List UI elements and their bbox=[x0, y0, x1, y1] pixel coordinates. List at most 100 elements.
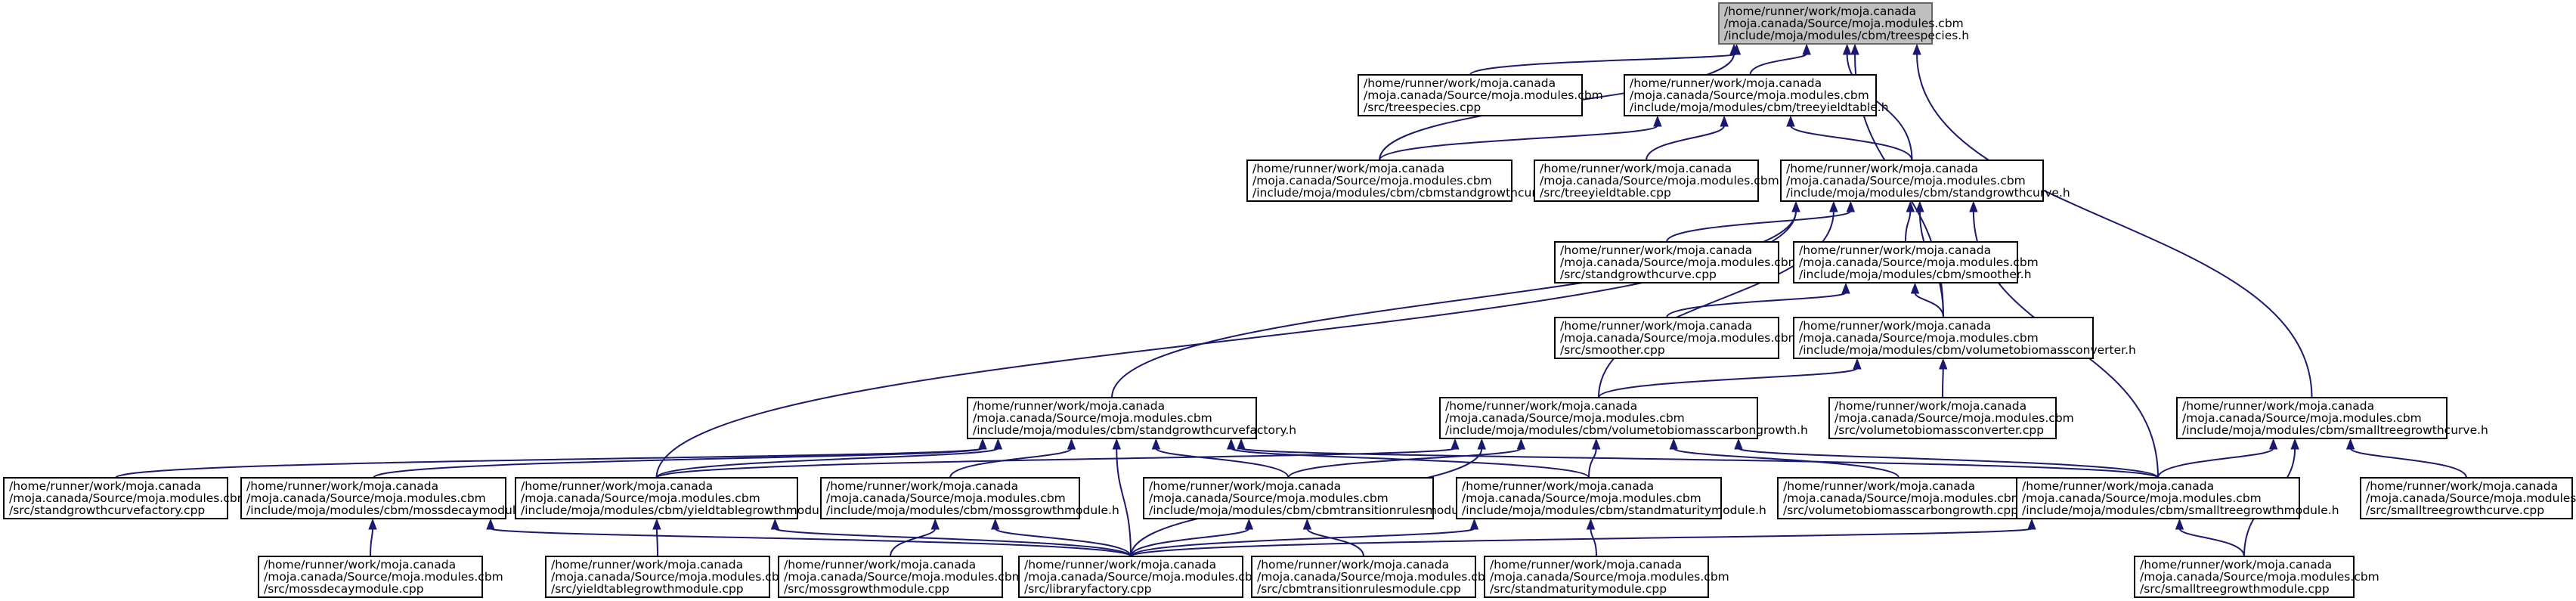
node-label-line: /home/runner/work/moja.canada bbox=[1490, 558, 1682, 572]
edge-line bbox=[1111, 210, 1797, 398]
node-label-line: /moja.canada/Source/moja.modules.cbm bbox=[1149, 491, 1389, 505]
node-label-line: /home/runner/work/moja.canada bbox=[1252, 162, 1444, 175]
node-label-line: /moja.canada/Source/moja.modules.cbm bbox=[1024, 570, 1264, 584]
node-smalltreegrowthmodule-cpp[interactable]: /home/runner/work/moja.canada/moja.canad… bbox=[2134, 556, 2379, 598]
node-box bbox=[1439, 397, 1758, 439]
edge-arrowhead bbox=[1791, 200, 1800, 212]
edge-arrowhead bbox=[1910, 282, 1920, 294]
node-yieldtablegrowthmodule-cpp[interactable]: /home/runner/work/moja.canada/moja.canad… bbox=[545, 556, 791, 598]
edge-standmaturitymodule-h-to-standgrowthcurvefactory-h bbox=[1227, 438, 1590, 479]
node-label-line: /include/moja/modules/cbm/volumetobiomas… bbox=[1445, 423, 1808, 437]
edge-arrowhead bbox=[1112, 438, 1121, 450]
node-mossgrowthmodule-cpp[interactable]: /home/runner/work/moja.canada/moja.canad… bbox=[778, 556, 1023, 598]
node-volumetobiomasscarbongrowth-h[interactable]: /home/runner/work/moja.canada/moja.canad… bbox=[1439, 397, 1808, 439]
node-box bbox=[240, 477, 506, 519]
node-treeyieldtable-cpp[interactable]: /home/runner/work/moja.canada/moja.canad… bbox=[1534, 160, 1779, 202]
node-volumetobiomasscarbongrowth-cpp[interactable]: /home/runner/work/moja.canada/moja.canad… bbox=[1777, 477, 2023, 519]
node-label-line: /home/runner/work/moja.canada bbox=[784, 558, 976, 572]
node-box bbox=[3, 477, 228, 519]
edge-smalltreegrowthmodule-h-to-volumetobiomasscarbongrowth-h bbox=[1734, 438, 2159, 479]
node-yieldtablegrowthmodule-h[interactable]: /home/runner/work/moja.canada/moja.canad… bbox=[515, 477, 841, 519]
node-standgrowthcurvefactory-cpp[interactable]: /home/runner/work/moja.canada/moja.canad… bbox=[3, 477, 249, 519]
node-smoother-h[interactable]: /home/runner/work/moja.canada/moja.canad… bbox=[1793, 241, 2039, 283]
node-label-line: /moja.canada/Source/moja.modules.cbm bbox=[1630, 88, 1869, 102]
node-box bbox=[2360, 477, 2573, 519]
edge-smalltreegrowthcurve-cpp-to-smalltreegrowthcurve-h bbox=[2345, 438, 2467, 479]
node-label-line: /moja.canada/Source/moja.modules.cbm bbox=[9, 491, 249, 505]
edge-line bbox=[1116, 448, 1132, 557]
edge-arrowhead bbox=[2175, 518, 2184, 530]
edge-standgrowthcurve-h-to-treespecies-h bbox=[1842, 43, 1913, 161]
node-label-line: /include/moja/modules/cbm/volumetobiomas… bbox=[1799, 343, 2136, 357]
edge-volumetobiomasscarbongrowth-cpp-to-volumetobiomasscarbongrowth-h bbox=[1669, 438, 1899, 479]
edge-arrowhead bbox=[1669, 438, 1678, 450]
node-label-line: /moja.canada/Source/moja.modules.cbm bbox=[551, 570, 791, 584]
edge-smalltreegrowthmodule-cpp-to-smalltreegrowthmodule-h bbox=[2175, 518, 2245, 557]
node-smalltreegrowthmodule-h[interactable]: /home/runner/work/moja.canada/moja.canad… bbox=[2016, 477, 2339, 519]
node-cbmstandgrowthcurve-h[interactable]: /home/runner/work/moja.canada/moja.canad… bbox=[1246, 160, 1562, 202]
node-standmaturitymodule-cpp[interactable]: /home/runner/work/moja.canada/moja.canad… bbox=[1484, 556, 1729, 598]
edge-arrowhead bbox=[1846, 200, 1856, 212]
node-standgrowthcurve-cpp[interactable]: /home/runner/work/moja.canada/moja.canad… bbox=[1554, 241, 1800, 283]
node-label-line: /home/runner/work/moja.canada bbox=[1724, 5, 1916, 18]
node-label-line: /moja.canada/Source/moja.modules.cbm bbox=[246, 491, 486, 505]
edge-line bbox=[1590, 528, 1597, 557]
edge-standgrowthcurve-cpp-to-standgrowthcurve-h bbox=[1666, 200, 1856, 243]
node-standgrowthcurve-h[interactable]: /home/runner/work/moja.canada/moja.canad… bbox=[1780, 160, 2070, 202]
node-label-line: /home/runner/work/moja.canada bbox=[973, 399, 1165, 413]
edge-mossdecaymodule-h-to-standgrowthcurvefactory-h bbox=[373, 438, 987, 479]
node-label-line: /src/volumetobiomasscarbongrowth.cpp bbox=[1783, 503, 2018, 517]
node-treespecies-cpp[interactable]: /home/runner/work/moja.canada/moja.canad… bbox=[1358, 74, 1603, 116]
node-mossgrowthmodule-h[interactable]: /home/runner/work/moja.canada/moja.canad… bbox=[820, 477, 1119, 519]
edge-line bbox=[370, 528, 373, 557]
edge-line bbox=[1749, 53, 1808, 76]
node-standmaturitymodule-h[interactable]: /home/runner/work/moja.canada/moja.canad… bbox=[1456, 477, 1766, 519]
node-cbmtransitionrulesmodule-h[interactable]: /home/runner/work/moja.canada/moja.canad… bbox=[1143, 477, 1481, 519]
node-box bbox=[778, 556, 1003, 598]
node-smalltreegrowthcurve-h[interactable]: /home/runner/work/moja.canada/moja.canad… bbox=[2176, 397, 2488, 439]
node-label-line: /moja.canada/Source/moja.modules.cbm bbox=[2366, 491, 2576, 505]
node-volumetobiomassconverter-h[interactable]: /home/runner/work/moja.canada/moja.canad… bbox=[1793, 317, 2136, 359]
edge-arrowhead bbox=[1786, 115, 1795, 127]
node-label-line: /home/runner/work/moja.canada bbox=[1149, 479, 1341, 493]
node-label-line: /include/moja/modules/cbm/smalltreegrowt… bbox=[2182, 423, 2488, 437]
node-label-line: /home/runner/work/moja.canada bbox=[2022, 479, 2214, 493]
node-box bbox=[967, 397, 1257, 439]
node-label-line: /moja.canada/Source/moja.modules.cbm bbox=[1724, 17, 1964, 30]
node-smalltreegrowthcurve-cpp[interactable]: /home/runner/work/moja.canada/moja.canad… bbox=[2360, 477, 2576, 519]
edge-arrowhead bbox=[1939, 358, 1948, 370]
node-cbmtransitionrulesmodule-cpp[interactable]: /home/runner/work/moja.canada/moja.canad… bbox=[1251, 556, 1497, 598]
edge-arrowhead bbox=[1451, 438, 1460, 450]
node-box bbox=[1793, 241, 2018, 283]
edge-cbmstandgrowthcurve-h-to-treeyieldtable-h bbox=[1379, 115, 1662, 161]
edge-volumetobiomasscarbongrowth-h-to-standgrowthcurve-h bbox=[1598, 200, 1838, 398]
edge-arrowhead bbox=[1842, 43, 1852, 55]
node-label-line: /home/runner/work/moja.canada bbox=[1799, 243, 1991, 257]
node-treeyieldtable-h[interactable]: /home/runner/work/moja.canada/moja.canad… bbox=[1624, 74, 1889, 116]
edge-smalltreegrowthcurve-h-to-treespecies-h bbox=[1912, 43, 2313, 398]
node-label-line: /moja.canada/Source/moja.modules.cbm bbox=[1786, 174, 2026, 187]
node-standgrowthcurvefactory-h[interactable]: /home/runner/work/moja.canada/moja.canad… bbox=[967, 397, 1296, 439]
node-libraryfactory-cpp[interactable]: /home/runner/work/moja.canada/moja.canad… bbox=[1018, 556, 1264, 598]
node-label-line: /home/runner/work/moja.canada bbox=[1786, 162, 1978, 175]
edge-standgrowthcurve-h-to-treeyieldtable-h bbox=[1786, 115, 1913, 161]
node-label-line: /home/runner/work/moja.canada bbox=[551, 558, 743, 572]
edge-mossdecaymodule-cpp-to-mossdecaymodule-h bbox=[368, 518, 377, 557]
edge-arrowhead bbox=[1802, 43, 1811, 55]
edge-line bbox=[1130, 528, 1250, 557]
node-label-line: /home/runner/work/moja.canada bbox=[1799, 319, 1991, 333]
node-volumetobiomassconverter-cpp[interactable]: /home/runner/work/moja.canada/moja.canad… bbox=[1828, 397, 2074, 439]
edge-treespecies-cpp-to-treespecies-h bbox=[1469, 43, 1742, 76]
node-label-line: /home/runner/work/moja.canada bbox=[1540, 162, 1732, 175]
node-label-line: /src/smalltreegrowthmodule.cpp bbox=[2140, 582, 2330, 596]
edge-arrowhead bbox=[1227, 438, 1236, 450]
node-box bbox=[1624, 74, 1877, 116]
node-mossdecaymodule-cpp[interactable]: /home/runner/work/moja.canada/moja.canad… bbox=[258, 556, 503, 598]
node-smoother-cpp[interactable]: /home/runner/work/moja.canada/moja.canad… bbox=[1554, 317, 1800, 359]
edge-standmaturitymodule-h-to-volumetobiomasscarbongrowth-h bbox=[1588, 438, 1601, 479]
node-mossdecaymodule-h[interactable]: /home/runner/work/moja.canada/moja.canad… bbox=[240, 477, 534, 519]
node-label-line: /include/moja/modules/cbm/smalltreegrowt… bbox=[2022, 503, 2339, 517]
node-box bbox=[545, 556, 770, 598]
node-label-line: /home/runner/work/moja.canada bbox=[521, 479, 713, 493]
edge-arrowhead bbox=[2027, 518, 2036, 530]
